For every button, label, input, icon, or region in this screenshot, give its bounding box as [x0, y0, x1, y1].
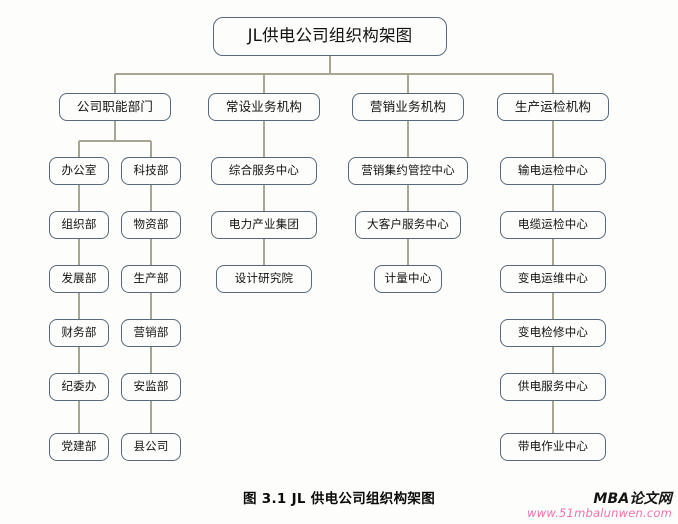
branch-header-3[interactable]: 营销业务机构 — [352, 93, 464, 121]
leaf-node[interactable]: 电缆运检中心 — [500, 211, 606, 239]
watermark-url: www.51mbalunwen.com — [527, 506, 672, 520]
leaf-node[interactable]: 党建部 — [49, 433, 109, 461]
leaf-node[interactable]: 财务部 — [49, 319, 109, 347]
leaf-node[interactable]: 供电服务中心 — [500, 373, 606, 401]
leaf-node[interactable]: 营销集约管控中心 — [348, 157, 468, 185]
leaf-node[interactable]: 纪委办 — [49, 373, 109, 401]
leaf-node[interactable]: 发展部 — [49, 265, 109, 293]
leaf-node[interactable]: 科技部 — [121, 157, 181, 185]
leaf-node[interactable]: 大客户服务中心 — [355, 211, 461, 239]
figure-caption: 图 3.1 JL 供电公司组织构架图 — [242, 491, 436, 507]
leaf-node[interactable]: 变电检修中心 — [500, 319, 606, 347]
leaf-node[interactable]: 带电作业中心 — [500, 433, 606, 461]
leaf-node[interactable]: 输电运检中心 — [500, 157, 606, 185]
leaf-node[interactable]: 安监部 — [121, 373, 181, 401]
branch-header-2[interactable]: 常设业务机构 — [208, 93, 320, 121]
leaf-node[interactable]: 物资部 — [121, 211, 181, 239]
leaf-node[interactable]: 营销部 — [121, 319, 181, 347]
leaf-node[interactable]: 办公室 — [49, 157, 109, 185]
branch-header-1[interactable]: 公司职能部门 — [59, 93, 171, 121]
leaf-node[interactable]: 计量中心 — [374, 265, 442, 293]
watermark-brand: MBA论文网 — [593, 491, 672, 507]
leaf-node[interactable]: 县公司 — [121, 433, 181, 461]
leaf-node[interactable]: 综合服务中心 — [211, 157, 317, 185]
leaf-node[interactable]: 组织部 — [49, 211, 109, 239]
branch-header-4[interactable]: 生产运检机构 — [497, 93, 609, 121]
leaf-node[interactable]: 生产部 — [121, 265, 181, 293]
leaf-node[interactable]: 电力产业集团 — [211, 211, 317, 239]
leaf-node[interactable]: 变电运维中心 — [500, 265, 606, 293]
leaf-node[interactable]: 设计研究院 — [216, 265, 312, 293]
org-root-node[interactable]: JL供电公司组织构架图 — [213, 17, 447, 56]
